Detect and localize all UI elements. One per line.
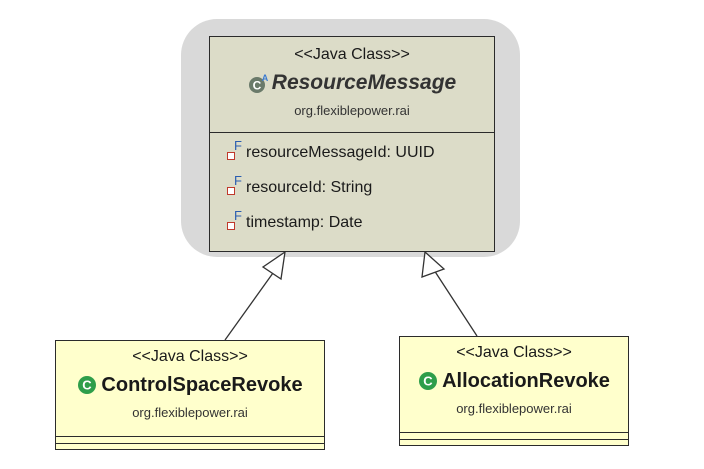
package-label: org.flexiblepower.rai bbox=[294, 103, 410, 118]
attribute-compartment bbox=[400, 433, 628, 440]
class-control-space-revoke[interactable]: <<Java Class>> C ControlSpaceRevoke org.… bbox=[55, 340, 325, 450]
svg-text:A: A bbox=[262, 73, 269, 83]
attribute-row[interactable]: F resourceId: String bbox=[226, 174, 494, 211]
generalization-line-allocationrevoke[interactable] bbox=[433, 269, 478, 337]
class-header: <<Java Class>> C AllocationRevoke org.fl… bbox=[400, 337, 628, 433]
package-label: org.flexiblepower.rai bbox=[132, 405, 248, 420]
svg-text:C: C bbox=[252, 79, 261, 93]
class-icon: C bbox=[77, 375, 97, 395]
class-resource-message[interactable]: <<Java Class>> C A ResourceMessage org.f… bbox=[209, 36, 495, 252]
svg-text:C: C bbox=[83, 378, 93, 393]
attribute-row[interactable]: F resourceMessageId: UUID bbox=[226, 139, 494, 176]
attribute-compartment: F resourceMessageId: UUID F resourceId: … bbox=[210, 133, 494, 246]
final-field-icon: F bbox=[226, 139, 246, 165]
final-field-icon: F bbox=[226, 209, 246, 235]
attribute-compartment bbox=[56, 437, 324, 444]
generalization-line-controlspacerevoke[interactable] bbox=[224, 265, 279, 341]
class-icon: C bbox=[418, 371, 438, 391]
package-label: org.flexiblepower.rai bbox=[456, 401, 572, 416]
final-field-icon: F bbox=[226, 174, 246, 200]
generalization-arrowhead-right bbox=[421, 250, 446, 278]
abstract-class-icon: C A bbox=[248, 73, 269, 93]
stereotype-label: <<Java Class>> bbox=[456, 344, 572, 361]
class-name: ControlSpaceRevoke bbox=[101, 374, 303, 396]
stereotype-label: <<Java Class>> bbox=[294, 46, 410, 63]
attribute-text: resourceId: String bbox=[246, 179, 373, 196]
class-name: ResourceMessage bbox=[271, 71, 457, 94]
class-header: <<Java Class>> C A ResourceMessage org.f… bbox=[210, 37, 494, 133]
generalization-arrowhead-left bbox=[261, 250, 286, 281]
stereotype-label: <<Java Class>> bbox=[132, 348, 248, 365]
svg-text:C: C bbox=[423, 374, 433, 389]
attribute-row[interactable]: F timestamp: Date bbox=[226, 209, 494, 246]
attribute-text: resourceMessageId: UUID bbox=[246, 144, 435, 161]
class-name: AllocationRevoke bbox=[442, 370, 610, 392]
class-allocation-revoke[interactable]: <<Java Class>> C AllocationRevoke org.fl… bbox=[399, 336, 629, 446]
class-header: <<Java Class>> C ControlSpaceRevoke org.… bbox=[56, 341, 324, 437]
attribute-text: timestamp: Date bbox=[246, 214, 363, 231]
